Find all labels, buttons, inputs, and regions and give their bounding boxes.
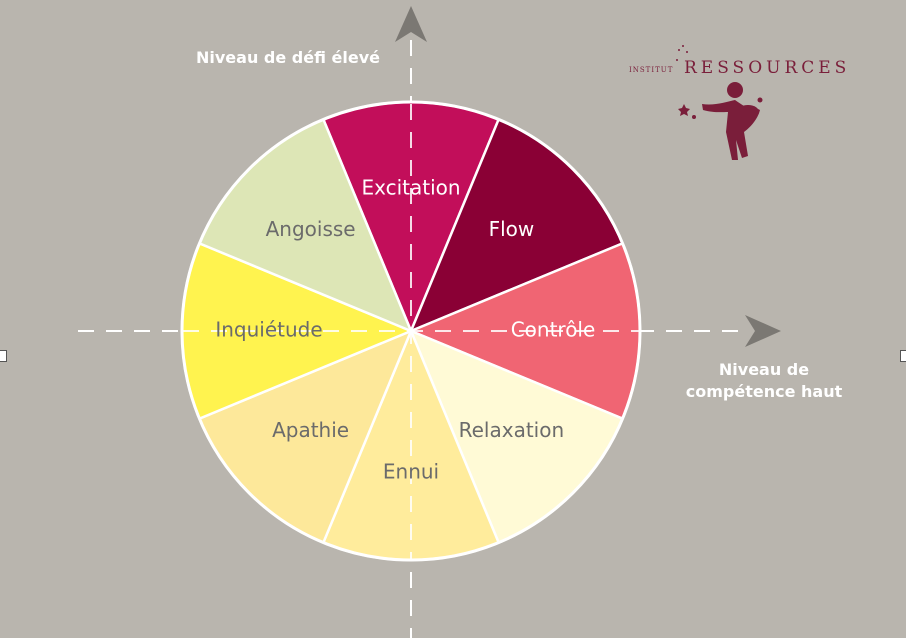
resize-handle-left[interactable] [0,350,7,362]
resize-handle-right[interactable] [900,350,906,362]
logo-star-2 [692,115,696,119]
logo-dot-2 [682,45,684,47]
logo-star-1 [678,104,690,116]
wheel-label-contrôle: Contrôle [511,318,596,342]
wheel-label-angoisse: Angoisse [266,217,356,241]
wheel-label-relaxation: Relaxation [459,418,565,442]
x-axis-label-line2: compétence haut [685,382,843,401]
x-axis-label: Niveau de compétence haut [684,359,844,403]
wheel-label-apathie: Apathie [272,418,349,442]
logo-basket [737,105,759,119]
axes-overlay [183,104,640,560]
x-axis-label-line1: Niveau de [718,360,810,379]
arrow-right-icon [745,315,781,347]
logo-star-3 [757,97,763,103]
arrow-up-icon [395,6,427,42]
logo-dot-1 [678,49,680,51]
wheel-label-ennui: Ennui [383,460,439,484]
wheel-label-inquiétude: Inquiétude [215,318,322,342]
logo-main-text: RESSOURCES [684,58,851,78]
logo-figure [676,45,763,160]
logo-head [727,82,743,98]
wheel-label-excitation: Excitation [361,176,460,200]
wheel-label-flow: Flow [489,217,535,241]
logo-dot-4 [676,59,678,61]
y-axis-label: Niveau de défi élevé [196,48,380,67]
logo-small-text: INSTITUT [629,66,674,74]
logo-dot-3 [686,51,688,53]
